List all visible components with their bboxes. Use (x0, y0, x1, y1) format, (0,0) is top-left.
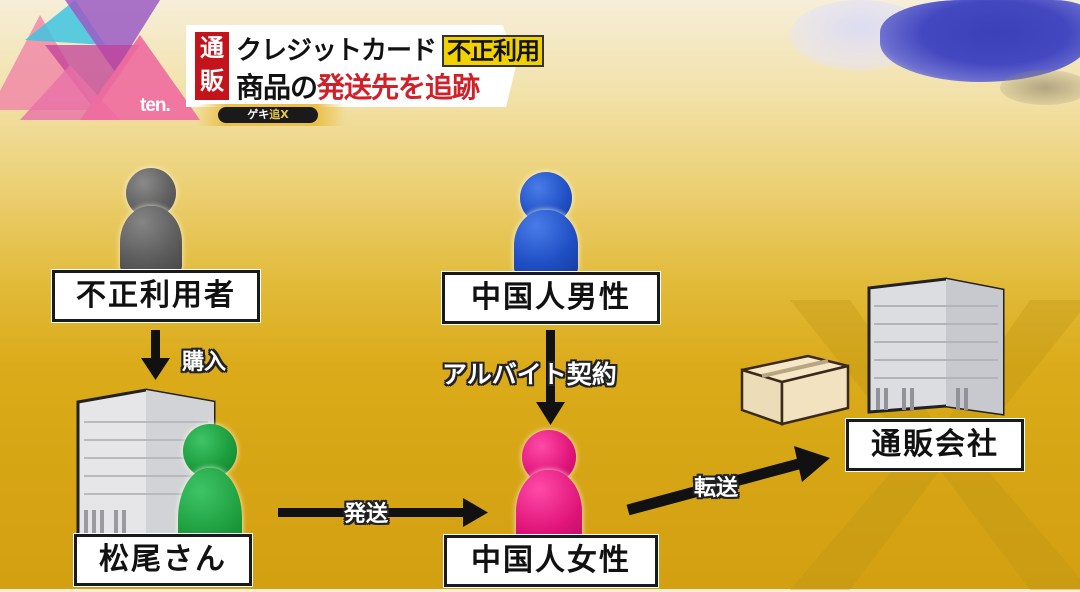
title-line-2-red: 発送先を追跡 (317, 71, 480, 104)
cardboard-box-icon (740, 354, 850, 426)
category-char-2: 販 (200, 67, 224, 95)
category-badge: 通 販 (195, 32, 229, 100)
edge-label-forward: 転送 (694, 476, 739, 501)
office-building-icon (867, 277, 1005, 416)
program-badge: ゲキ追X (218, 107, 318, 123)
node-chinese-woman: 中国人女性 (444, 535, 658, 587)
arrow-diagonal-icon (626, 446, 830, 516)
node-fraud-user: 不正利用者 (52, 270, 260, 322)
edge-label-ship: 発送 (344, 502, 389, 527)
arrow-down-icon (536, 330, 565, 425)
node-chinese-man: 中国人男性 (442, 272, 660, 324)
edge-label-part-time-contract: アルバイト契約 (442, 360, 617, 389)
title-line-1: クレジットカード不正利用 (236, 30, 545, 67)
title-line-1-text: クレジットカード (236, 36, 437, 66)
edge-label-purchase: 購入 (182, 350, 227, 375)
caption-strip-cutoff (190, 578, 870, 592)
paint-smudge-dark (1000, 70, 1080, 105)
category-char-1: 通 (200, 34, 224, 62)
arrow-right-icon (278, 498, 488, 527)
title-highlight: 不正利用 (442, 35, 545, 67)
paint-smudge-blue (880, 0, 1080, 82)
arrow-down-icon (141, 330, 170, 380)
title-line-2: 商品の発送先を追跡 (236, 66, 480, 106)
node-matsuo: 松尾さん (74, 534, 252, 586)
channel-logo: ten. (140, 95, 171, 116)
program-badge-highlight: 追X (269, 108, 289, 121)
program-badge-prefix: ゲキ (247, 108, 270, 121)
node-mail-order-company: 通販会社 (846, 419, 1024, 471)
title-line-2-prefix: 商品の (236, 71, 318, 104)
